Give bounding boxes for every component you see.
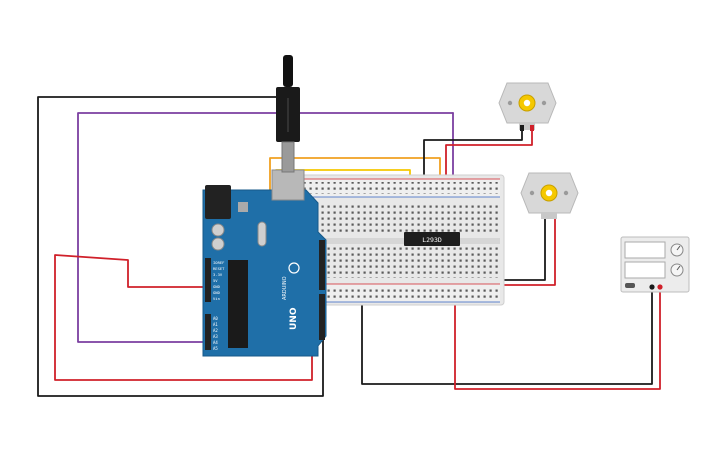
svg-text:A5: A5	[213, 346, 218, 351]
svg-text:RESET: RESET	[213, 266, 225, 271]
bb-upper-holes	[302, 204, 498, 235]
wire-purple-outer[interactable]	[77, 112, 454, 343]
wire-black-outer[interactable]	[37, 96, 324, 397]
driver-ic-label: L293D	[422, 236, 442, 244]
usb-port	[271, 169, 305, 201]
power-switch[interactable]	[625, 283, 635, 288]
breadboard[interactable]	[295, 174, 505, 306]
dc-motor-2[interactable]	[520, 172, 579, 219]
psu-positive-terminal[interactable]	[657, 284, 663, 290]
crystal	[257, 221, 267, 247]
svg-text:5V: 5V	[213, 278, 218, 283]
digital-header-1	[319, 240, 325, 290]
bb-bottom-rail-holes	[302, 287, 498, 299]
microcontroller-chip	[228, 260, 248, 348]
arduino-logo-ring	[288, 262, 300, 274]
wire-red-left[interactable]	[54, 254, 313, 381]
svg-text:GND: GND	[213, 284, 221, 289]
analog-pin-labels: A0 A1 A2 A3 A4 A5	[213, 316, 218, 351]
current-display	[624, 261, 666, 279]
psu-negative-terminal[interactable]	[649, 284, 655, 290]
analog-header	[205, 314, 211, 350]
power-supply[interactable]	[620, 236, 690, 293]
bb-lower-holes	[302, 247, 498, 278]
usb-cable[interactable]	[276, 55, 300, 173]
driver-ic[interactable]: L293D	[404, 232, 460, 246]
svg-text:A2: A2	[213, 328, 218, 333]
capacitor-1	[211, 223, 225, 237]
bb-top-rail-holes	[302, 182, 498, 194]
wire-psu-red[interactable]	[454, 257, 661, 390]
power-pin-labels: IOREF RESET 3.3V 5V GND GND Vin	[213, 260, 225, 301]
svg-text:IOREF: IOREF	[213, 260, 225, 265]
reset-button[interactable]	[238, 202, 248, 212]
capacitor-2	[211, 237, 225, 251]
svg-text:A1: A1	[213, 322, 218, 327]
power-header	[205, 258, 211, 302]
voltage-display	[624, 241, 666, 259]
uno-logo: UNO	[289, 307, 299, 330]
digital-header-2	[319, 294, 325, 340]
svg-text:A0: A0	[213, 316, 218, 321]
arduino-board[interactable]: IOREF RESET 3.3V 5V GND GND Vin A0 A1 A2…	[202, 169, 327, 357]
svg-text:GND: GND	[213, 290, 221, 295]
wire-psu-black[interactable]	[361, 287, 653, 385]
svg-text:A3: A3	[213, 334, 218, 339]
svg-text:3.3V: 3.3V	[213, 272, 223, 277]
svg-text:A4: A4	[213, 340, 218, 345]
dc-motor-1[interactable]	[498, 82, 557, 131]
power-jack	[205, 185, 231, 219]
arduino-brand: ARDUINO	[282, 276, 288, 300]
svg-text:Vin: Vin	[213, 296, 220, 301]
